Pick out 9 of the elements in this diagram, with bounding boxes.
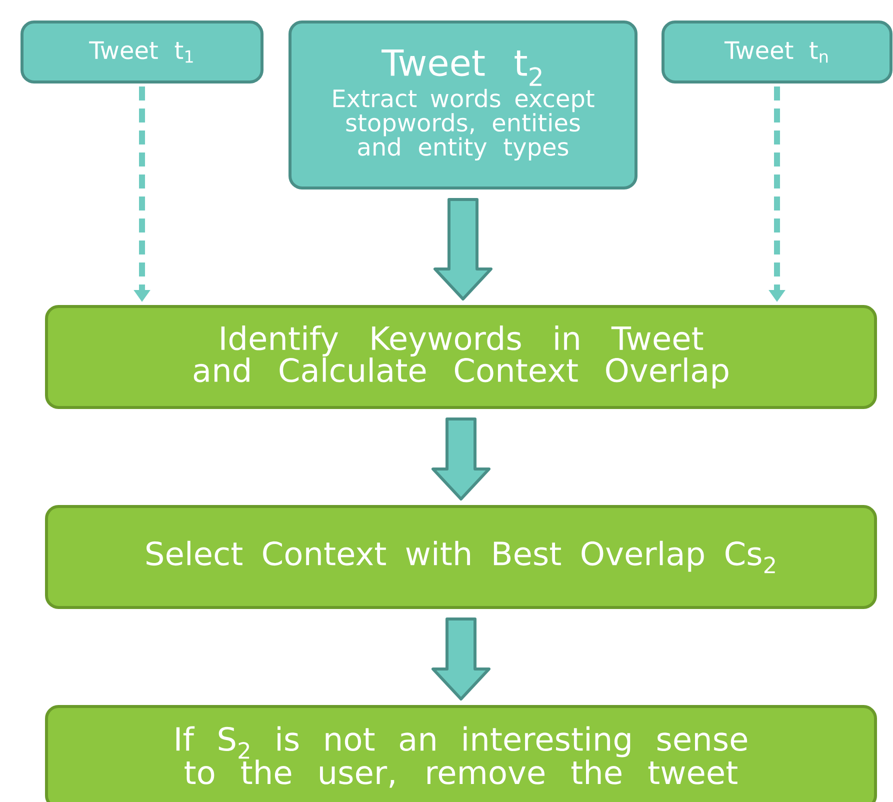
tweet-box: Tweet t$_{2}$ Extract words except stopwords, entities and entity types: [288, 20, 638, 190]
process-box: Identify Keywords in Tweet and Calculate Context Overlap: [45, 305, 877, 409]
block-arrow: [432, 418, 490, 500]
block-arrow: [434, 198, 492, 300]
process-box: Select Context with Best Overlap Cs$_{2}$: [45, 505, 877, 609]
block-arrow: [432, 618, 490, 700]
process-box: If S$_{2}$ is not an interesting sense to the user, remove the tweet: [45, 705, 877, 802]
tweet-box: Tweet t$_{1}$: [20, 20, 264, 84]
tweet-box: Tweet t$_{n}$: [662, 20, 892, 84]
